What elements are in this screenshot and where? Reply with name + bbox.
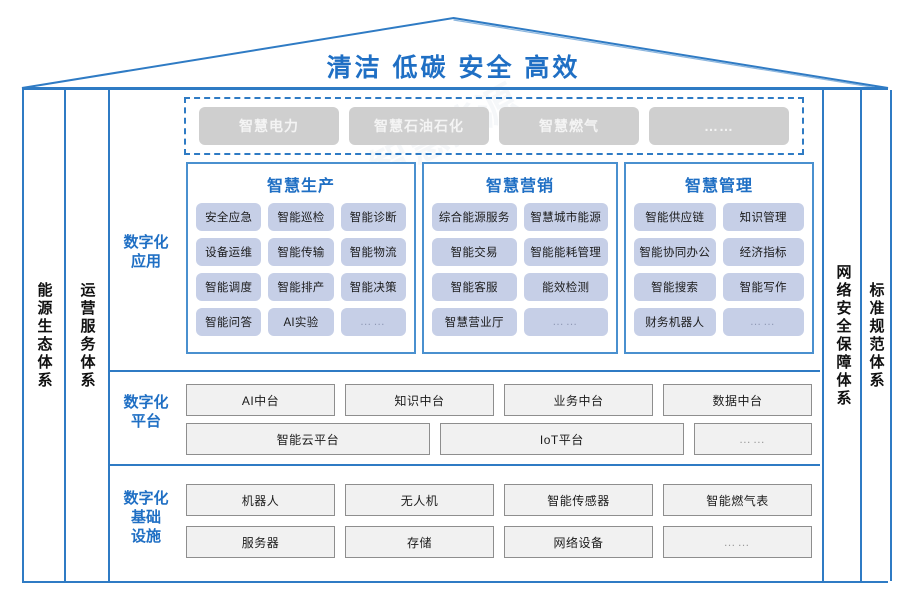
- pillar-network-security[interactable]: 网络安全保障体系: [822, 90, 864, 581]
- layer-digital-application: 数字化 应用 智慧生产 安全应急 智能巡检 智能诊断 设备运维 智能传输 智能物…: [108, 162, 820, 360]
- platform-box[interactable]: 数据中台: [663, 384, 812, 416]
- layer-digital-platform: 数字化 平台 AI中台 知识中台 业务中台 数据中台 智能云平台 IoT平台 ……: [108, 372, 820, 460]
- group-smart-marketing-tiles: 综合能源服务 智慧城市能源 智能交易 智能能耗管理 智能客服 能效检测 智慧营业…: [424, 203, 616, 344]
- layer-application-label-line1: 数字化: [123, 234, 169, 251]
- center-column: 智慧能源 智慧电力 智慧石油石化 智慧燃气 …… 数字化 应用 智慧生产 安全应…: [108, 78, 820, 581]
- app-tile[interactable]: 智能排产: [268, 273, 334, 301]
- pillar-energy-ecosystem[interactable]: 能源生态体系: [22, 90, 66, 581]
- infrastructure-box[interactable]: 智能燃气表: [663, 484, 812, 516]
- frame-bottom-edge: [22, 581, 888, 583]
- app-tile[interactable]: 智慧营业厅: [432, 308, 517, 336]
- industries-band: 智慧电力 智慧石油石化 智慧燃气 ……: [184, 97, 804, 155]
- layer-platform-label-line2: 平台: [130, 412, 161, 430]
- industry-item[interactable]: 智慧电力: [199, 107, 339, 145]
- app-tile[interactable]: 智能巡检: [268, 203, 334, 231]
- layer-application-label-line2: 应用: [130, 252, 161, 270]
- platform-box[interactable]: 知识中台: [345, 384, 494, 416]
- layer-platform-label: 数字化 平台: [110, 394, 182, 432]
- platform-box[interactable]: IoT平台: [439, 423, 684, 455]
- infrastructure-box[interactable]: 机器人: [186, 484, 335, 516]
- group-smart-production-tiles: 安全应急 智能巡检 智能诊断 设备运维 智能传输 智能物流 智能调度 智能排产 …: [188, 203, 414, 344]
- group-smart-marketing-title: 智慧营销: [485, 178, 554, 195]
- platform-row-1: AI中台 知识中台 业务中台 数据中台: [186, 384, 812, 416]
- group-smart-management-title: 智慧管理: [684, 178, 753, 195]
- app-tile-more[interactable]: ……: [340, 308, 406, 336]
- infrastructure-box[interactable]: 智能传感器: [504, 484, 653, 516]
- infrastructure-box[interactable]: 服务器: [186, 526, 335, 558]
- group-smart-production: 智慧生产 安全应急 智能巡检 智能诊断 设备运维 智能传输 智能物流 智能调度 …: [186, 162, 416, 354]
- pillar-standards[interactable]: 标准规范体系: [860, 90, 892, 581]
- layer-infrastructure-label-line3: 设施: [130, 527, 161, 545]
- platform-box[interactable]: 智能云平台: [186, 423, 430, 455]
- group-smart-management: 智慧管理 智能供应链 知识管理 智能协同办公 经济指标 智能搜索 智能写作 财务…: [624, 162, 814, 354]
- app-tile[interactable]: 智能调度: [196, 273, 262, 301]
- infrastructure-box[interactable]: 存储: [345, 526, 494, 558]
- app-tile[interactable]: 智慧城市能源: [523, 203, 608, 231]
- app-tile[interactable]: 智能客服: [432, 273, 517, 301]
- app-tile[interactable]: 智能能耗管理: [523, 238, 608, 266]
- app-tile[interactable]: 设备运维: [196, 238, 262, 266]
- app-tile[interactable]: 智能协同办公: [634, 238, 716, 266]
- app-tile[interactable]: 能效检测: [523, 273, 608, 301]
- pillar-operation-service-label: 运营服务体系: [78, 281, 96, 390]
- infrastructure-box[interactable]: 无人机: [345, 484, 494, 516]
- app-tile[interactable]: 智能物流: [340, 238, 406, 266]
- app-tile[interactable]: 智能写作: [722, 273, 804, 301]
- app-tile[interactable]: AI实验: [268, 308, 334, 336]
- app-tile[interactable]: 智能交易: [432, 238, 517, 266]
- pillar-standards-label: 标准规范体系: [867, 281, 885, 390]
- layer-separator-application-platform: [108, 370, 820, 372]
- page-title: 清洁 低碳 安全 高效: [326, 54, 581, 82]
- layer-platform-label-line1: 数字化: [123, 394, 169, 411]
- platform-box-more[interactable]: ……: [693, 423, 812, 455]
- industry-item[interactable]: ……: [649, 107, 789, 145]
- infrastructure-box-more[interactable]: ……: [663, 526, 812, 558]
- app-tile[interactable]: 安全应急: [196, 203, 262, 231]
- layer-infrastructure-label-line2: 基础: [130, 508, 161, 526]
- app-tile-more[interactable]: ……: [523, 308, 608, 336]
- infrastructure-box[interactable]: 网络设备: [504, 526, 653, 558]
- pillar-network-security-label: 网络安全保障体系: [834, 263, 852, 408]
- pillar-energy-ecosystem-label: 能源生态体系: [35, 281, 53, 390]
- layer-infrastructure-label-line1: 数字化: [123, 490, 169, 507]
- app-tile[interactable]: 财务机器人: [634, 308, 716, 336]
- infrastructure-row-1: 机器人 无人机 智能传感器 智能燃气表: [186, 484, 812, 516]
- group-smart-production-title: 智慧生产: [266, 178, 335, 195]
- app-tile[interactable]: 智能诊断: [340, 203, 406, 231]
- layer-application-label: 数字化 应用: [110, 234, 182, 272]
- app-tile[interactable]: 智能搜索: [634, 273, 716, 301]
- platform-box[interactable]: AI中台: [186, 384, 335, 416]
- infrastructure-row-2: 服务器 存储 网络设备 ……: [186, 526, 812, 558]
- pillar-operation-service[interactable]: 运营服务体系: [64, 90, 110, 581]
- group-smart-marketing: 智慧营销 综合能源服务 智慧城市能源 智能交易 智能能耗管理 智能客服 能效检测…: [422, 162, 618, 354]
- layer-digital-infrastructure: 数字化 基础 设施 机器人 无人机 智能传感器 智能燃气表 服务器 存储 网络设…: [108, 468, 820, 576]
- app-tile[interactable]: 智能供应链: [634, 203, 716, 231]
- app-tile-more[interactable]: ……: [722, 308, 804, 336]
- layer-separator-platform-infrastructure: [108, 464, 820, 466]
- frame-top-edge: [22, 88, 888, 90]
- app-tile[interactable]: 知识管理: [722, 203, 804, 231]
- platform-box[interactable]: 业务中台: [504, 384, 653, 416]
- app-tile[interactable]: 经济指标: [722, 238, 804, 266]
- group-smart-management-tiles: 智能供应链 知识管理 智能协同办公 经济指标 智能搜索 智能写作 财务机器人 ……: [626, 203, 812, 344]
- app-tile[interactable]: 智能传输: [268, 238, 334, 266]
- app-tile[interactable]: 智能决策: [340, 273, 406, 301]
- app-tile[interactable]: 智能问答: [196, 308, 262, 336]
- industry-item[interactable]: 智慧燃气: [499, 107, 639, 145]
- platform-row-2: 智能云平台 IoT平台 ……: [186, 423, 812, 455]
- layer-infrastructure-label: 数字化 基础 设施: [110, 490, 182, 546]
- industry-item[interactable]: 智慧石油石化: [349, 107, 489, 145]
- app-tile[interactable]: 综合能源服务: [432, 203, 517, 231]
